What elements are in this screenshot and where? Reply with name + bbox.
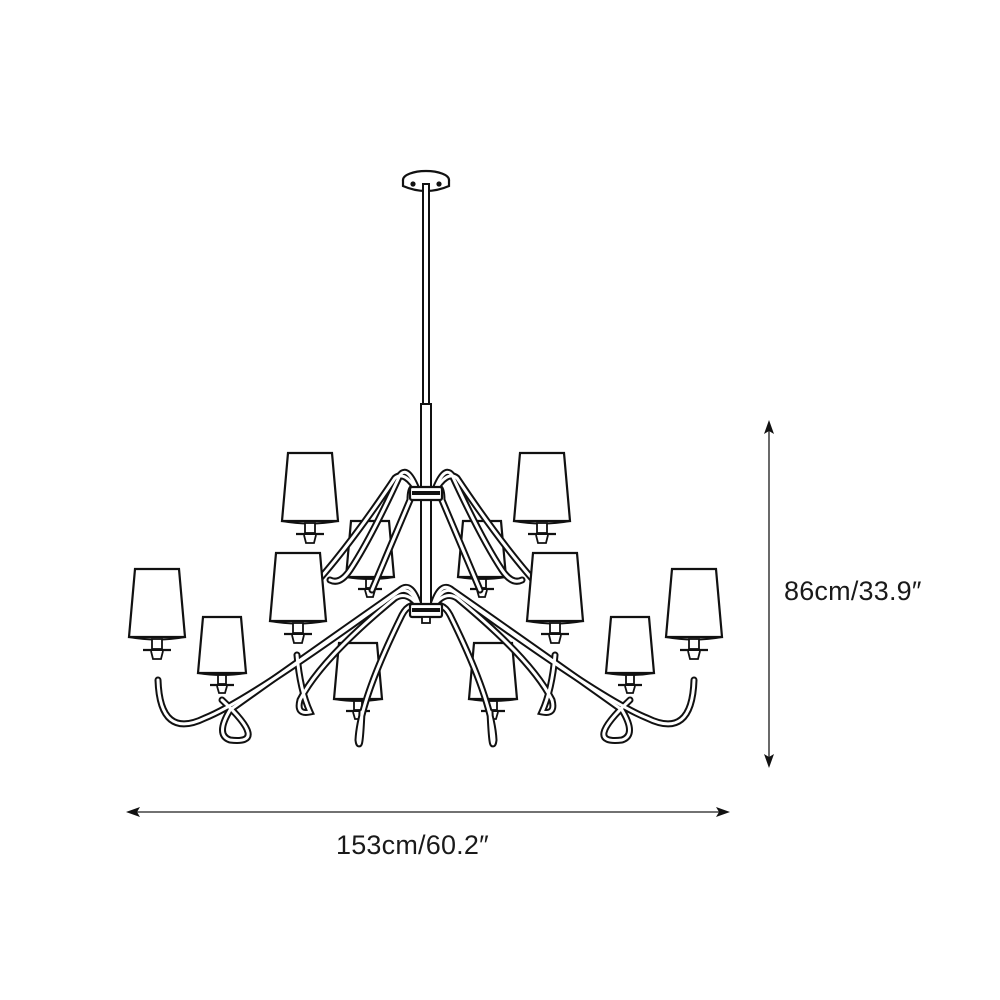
height-dimension-line: [764, 420, 774, 768]
downrod: [420, 183, 432, 605]
width-dimension-label: 153cm/60.2″: [336, 830, 489, 860]
width-dimension-line: [126, 807, 730, 817]
lower-hub: [408, 602, 444, 624]
lower-tier-arms: [154, 583, 698, 748]
height-dimension-label: 86cm/33.9″: [784, 576, 922, 606]
upper-hub: [408, 485, 444, 502]
